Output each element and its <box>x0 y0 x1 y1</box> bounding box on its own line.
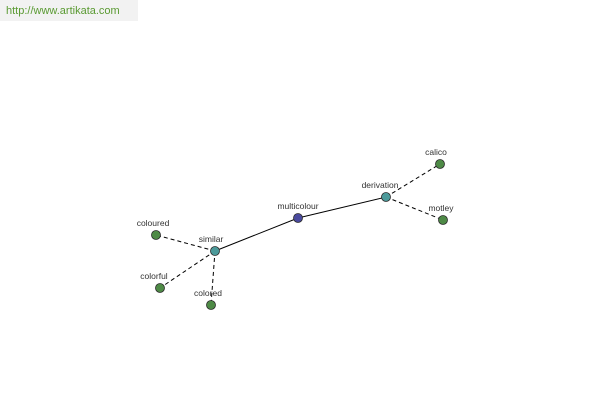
node-motley[interactable]: motley <box>428 203 454 225</box>
edge-multicolour-similar <box>214 217 299 252</box>
node-derivation[interactable]: derivation <box>362 180 399 202</box>
node-colorful[interactable]: colorful <box>140 271 168 293</box>
node-label-multicolour: multicolour <box>277 201 318 211</box>
site-url-link[interactable]: http://www.artikata.com <box>6 5 120 17</box>
node-calico[interactable]: calico <box>425 147 447 169</box>
edge-similar-coloured <box>155 234 216 252</box>
node-label-colored: colored <box>194 288 222 298</box>
edge-derivation-motley <box>385 196 444 221</box>
node-coloured[interactable]: coloured <box>137 218 170 240</box>
node-multicolour[interactable]: multicolour <box>277 201 319 223</box>
graph-edges <box>155 163 444 306</box>
center-node-circle[interactable] <box>293 213 303 223</box>
node-label-similar: similar <box>199 234 224 244</box>
edge-multicolour-derivation <box>297 196 387 219</box>
url-banner: http://www.artikata.com <box>0 0 138 21</box>
relation-node-circle[interactable] <box>210 246 220 256</box>
node-label-coloured: coloured <box>137 218 170 228</box>
word-node-circle[interactable] <box>155 283 165 293</box>
word-node-circle[interactable] <box>438 215 448 225</box>
edge-similar-colorful <box>159 250 216 289</box>
word-node-circle[interactable] <box>151 230 161 240</box>
node-label-derivation: derivation <box>362 180 399 190</box>
word-node-circle[interactable] <box>206 300 216 310</box>
node-label-motley: motley <box>428 203 454 213</box>
edge-derivation-calico <box>385 163 441 198</box>
node-label-calico: calico <box>425 147 447 157</box>
word-node-circle[interactable] <box>435 159 445 169</box>
node-label-colorful: colorful <box>140 271 168 281</box>
node-colored[interactable]: colored <box>194 288 222 310</box>
graph-nodes: multicolour similar derivation coloured colo… <box>137 147 454 310</box>
relation-node-circle[interactable] <box>381 192 391 202</box>
node-similar[interactable]: similar <box>199 234 224 256</box>
edge-similar-colored <box>210 250 216 306</box>
